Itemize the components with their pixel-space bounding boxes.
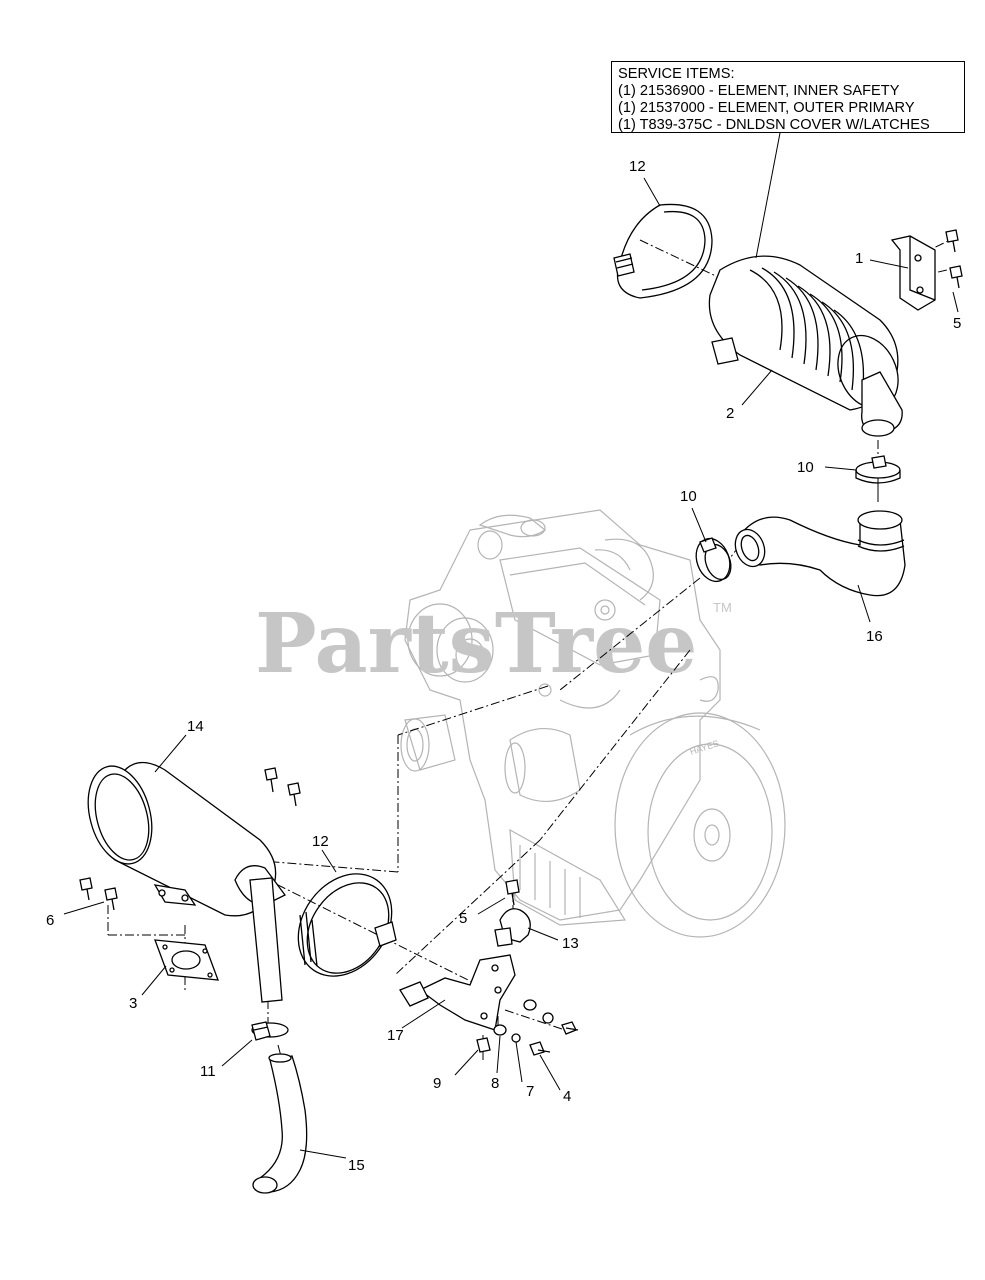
callout-2: 2: [726, 405, 734, 422]
part-12-clamp-top: [613, 203, 713, 299]
callout-17: 17: [387, 1027, 404, 1044]
part-12-clamp-lower: [297, 873, 397, 977]
service-item-line: (1) T839-375C - DNLDSN COVER W/LATCHES: [618, 117, 930, 133]
leader-lines: [63, 132, 959, 1159]
callout-16: 16: [866, 628, 883, 645]
part-3-gasket: [154, 939, 219, 981]
callout-7: 7: [526, 1083, 534, 1100]
callout-9: 9: [433, 1075, 441, 1092]
part-2-air-cleaner: [708, 255, 903, 437]
callout-12-top: 12: [629, 158, 646, 175]
callout-15: 15: [348, 1157, 365, 1174]
watermark-logo: PartsTree: [255, 596, 697, 692]
part-14-muffler: [87, 761, 286, 917]
service-item-line: (1) 21537000 - ELEMENT, OUTER PRIMARY: [618, 100, 915, 116]
part-14-bolts: [264, 767, 301, 807]
part-16-hose: [734, 510, 906, 597]
callout-10-lower: 10: [680, 488, 697, 505]
watermark-tm: TM: [713, 600, 732, 615]
callout-4: 4: [563, 1088, 571, 1105]
part-17-bracket: [399, 954, 516, 1031]
callout-1: 1: [855, 250, 863, 267]
callout-11: 11: [200, 1063, 216, 1080]
callout-8: 8: [491, 1075, 499, 1092]
part-1-bracket: [890, 235, 936, 311]
service-item-line: (1) 21536900 - ELEMENT, INNER SAFETY: [618, 83, 900, 99]
service-items-heading: SERVICE ITEMS:: [618, 66, 735, 82]
callout-6: 6: [46, 912, 54, 929]
part-11-clamp: [251, 1021, 289, 1041]
part-13-clip: [494, 908, 531, 947]
engine-badge: HAYES: [689, 738, 720, 757]
engine-illustration: HAYES: [400, 509, 786, 938]
callout-14: 14: [187, 718, 204, 735]
part-10-clamp-lower: [695, 537, 732, 583]
callout-5-top: 5: [953, 315, 961, 332]
callout-5-lower: 5: [459, 910, 467, 927]
callout-labels: 12 1 5 2 10 10 16 14 12 6 5 13 3 17 11 9…: [46, 158, 961, 1174]
part-15-tailpipe: [249, 877, 308, 1194]
part-5-screws-top: [945, 229, 963, 289]
part-6-bolts: [79, 877, 118, 911]
service-items-box: SERVICE ITEMS: (1) 21536900 - ELEMENT, I…: [611, 61, 965, 133]
callout-3: 3: [129, 995, 137, 1012]
hardware-group: [476, 999, 579, 1056]
callout-12-lower: 12: [312, 833, 329, 850]
callout-13: 13: [562, 935, 579, 952]
part-5-screw-lower: [505, 879, 520, 906]
callout-10-upper: 10: [797, 459, 814, 476]
